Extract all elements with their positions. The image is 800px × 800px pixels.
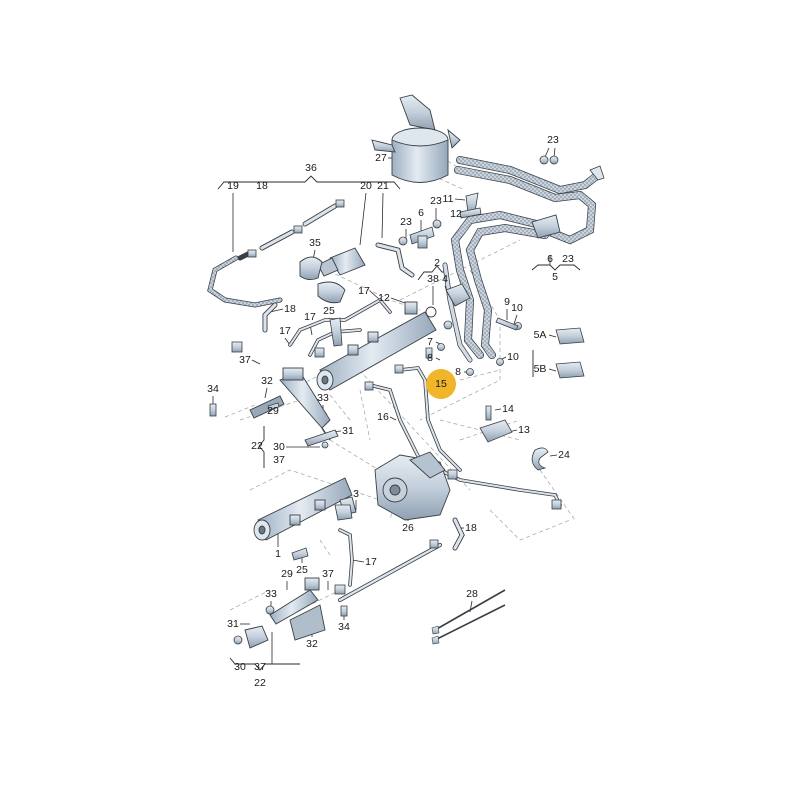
callout-label-32[interactable]: 32 bbox=[306, 637, 318, 650]
callout-label-17[interactable]: 17 bbox=[279, 324, 291, 337]
callout-label-10[interactable]: 10 bbox=[511, 301, 523, 314]
part-2-fuel-rail-upper bbox=[316, 283, 471, 391]
callout-label-33[interactable]: 33 bbox=[265, 587, 277, 600]
part-26-high-pressure-pump bbox=[374, 451, 451, 521]
callout-label-35[interactable]: 35 bbox=[309, 236, 321, 249]
callout-label-6[interactable]: 6 bbox=[418, 206, 424, 219]
callout-label-4[interactable]: 4 bbox=[442, 272, 448, 285]
rod-tips bbox=[431, 625, 440, 645]
braided-fuel-hoses bbox=[442, 156, 602, 363]
callout-label-18[interactable]: 18 bbox=[256, 179, 268, 192]
part-9-bolt bbox=[425, 317, 519, 359]
part-36-line-set bbox=[207, 203, 415, 333]
callout-label-6[interactable]: 6 bbox=[547, 252, 553, 265]
part-20-pump bbox=[299, 247, 366, 304]
callout-label-22[interactable]: 22 bbox=[254, 676, 266, 689]
callout-label-38[interactable]: 38 bbox=[427, 272, 439, 285]
part-27-fuel-filter bbox=[371, 94, 461, 183]
line-fittings bbox=[231, 341, 562, 595]
callout-label-13[interactable]: 13 bbox=[518, 423, 530, 436]
part-32-injector-lower bbox=[244, 429, 339, 649]
callout-label-9[interactable]: 9 bbox=[504, 295, 510, 308]
callout-label-14[interactable]: 14 bbox=[502, 402, 514, 415]
callout-label-23[interactable]: 23 bbox=[430, 194, 442, 207]
callout-label-26[interactable]: 26 bbox=[402, 521, 414, 534]
callout-label-30[interactable]: 30 bbox=[234, 660, 246, 673]
callout-label-36[interactable]: 36 bbox=[305, 161, 317, 174]
callout-label-10[interactable]: 10 bbox=[507, 350, 519, 363]
callout-label-22[interactable]: 22 bbox=[251, 439, 263, 452]
line-connectors bbox=[247, 199, 345, 258]
callout-label-31[interactable]: 31 bbox=[227, 617, 239, 630]
bolts bbox=[209, 317, 348, 617]
callout-label-23[interactable]: 23 bbox=[400, 215, 412, 228]
callout-label-37[interactable]: 37 bbox=[273, 453, 285, 466]
callout-label-18[interactable]: 18 bbox=[284, 302, 296, 315]
callout-label-18[interactable]: 18 bbox=[465, 521, 477, 534]
callout-label-28[interactable]: 28 bbox=[466, 587, 478, 600]
callout-label-20[interactable]: 20 bbox=[360, 179, 372, 192]
callout-label-23[interactable]: 23 bbox=[547, 133, 559, 146]
callout-label-27[interactable]: 27 bbox=[375, 151, 387, 164]
hose-connector-block bbox=[531, 214, 561, 239]
callout-label-8[interactable]: 8 bbox=[455, 365, 461, 378]
callout-label-37[interactable]: 37 bbox=[239, 353, 251, 366]
callout-label-1[interactable]: 1 bbox=[275, 547, 281, 560]
nuts bbox=[233, 155, 559, 645]
part-13-bracket bbox=[479, 405, 513, 443]
callout-label-21[interactable]: 21 bbox=[377, 179, 389, 192]
group-brackets bbox=[217, 175, 581, 671]
part-5A-5B-clips bbox=[555, 327, 585, 379]
high-pressure-lines bbox=[288, 297, 562, 602]
callout-label-31[interactable]: 31 bbox=[342, 424, 354, 437]
part-3-sensor bbox=[334, 504, 353, 521]
part-24-clip bbox=[531, 447, 549, 471]
callout-label-37[interactable]: 37 bbox=[322, 567, 334, 580]
callout-label-25[interactable]: 25 bbox=[296, 563, 308, 576]
callout-label-34[interactable]: 34 bbox=[338, 620, 350, 633]
callout-label-24[interactable]: 24 bbox=[558, 448, 570, 461]
callout-label-23[interactable]: 23 bbox=[562, 252, 574, 265]
part-32-injector-upper bbox=[249, 367, 331, 441]
callout-label-17[interactable]: 17 bbox=[358, 284, 370, 297]
callout-label-5B[interactable]: 5B bbox=[533, 362, 547, 375]
callout-label-32[interactable]: 32 bbox=[261, 374, 273, 387]
callout-label-15: 15 bbox=[435, 378, 447, 390]
callout-label-34[interactable]: 34 bbox=[207, 382, 219, 395]
callout-label-29[interactable]: 29 bbox=[281, 567, 293, 580]
callout-label-5A[interactable]: 5A bbox=[533, 328, 547, 341]
callout-label-12[interactable]: 12 bbox=[450, 207, 462, 220]
callout-label-2[interactable]: 2 bbox=[434, 256, 440, 269]
callout-label-3[interactable]: 3 bbox=[353, 487, 359, 500]
callout-label-37[interactable]: 37 bbox=[254, 660, 266, 673]
callout-label-19[interactable]: 19 bbox=[227, 179, 239, 192]
callout-label-16[interactable]: 16 bbox=[377, 410, 389, 423]
callout-label-8[interactable]: 8 bbox=[427, 351, 433, 364]
callout-label-12[interactable]: 12 bbox=[378, 291, 390, 304]
highlighted-callout-15[interactable]: 15 bbox=[426, 369, 456, 399]
callout-label-29[interactable]: 29 bbox=[267, 404, 279, 417]
callout-label-17[interactable]: 17 bbox=[304, 310, 316, 323]
callout-label-33[interactable]: 33 bbox=[317, 391, 329, 404]
callout-label-5[interactable]: 5 bbox=[552, 270, 558, 283]
part-6-valve bbox=[409, 192, 482, 249]
hose-bracket bbox=[589, 165, 605, 181]
part-28-rods bbox=[434, 589, 506, 641]
callout-label-17[interactable]: 17 bbox=[365, 555, 377, 568]
callout-label-30[interactable]: 30 bbox=[273, 440, 285, 453]
callout-label-7[interactable]: 7 bbox=[427, 335, 433, 348]
callout-label-11[interactable]: 11 bbox=[442, 192, 454, 205]
callout-label-25[interactable]: 25 bbox=[323, 304, 335, 317]
